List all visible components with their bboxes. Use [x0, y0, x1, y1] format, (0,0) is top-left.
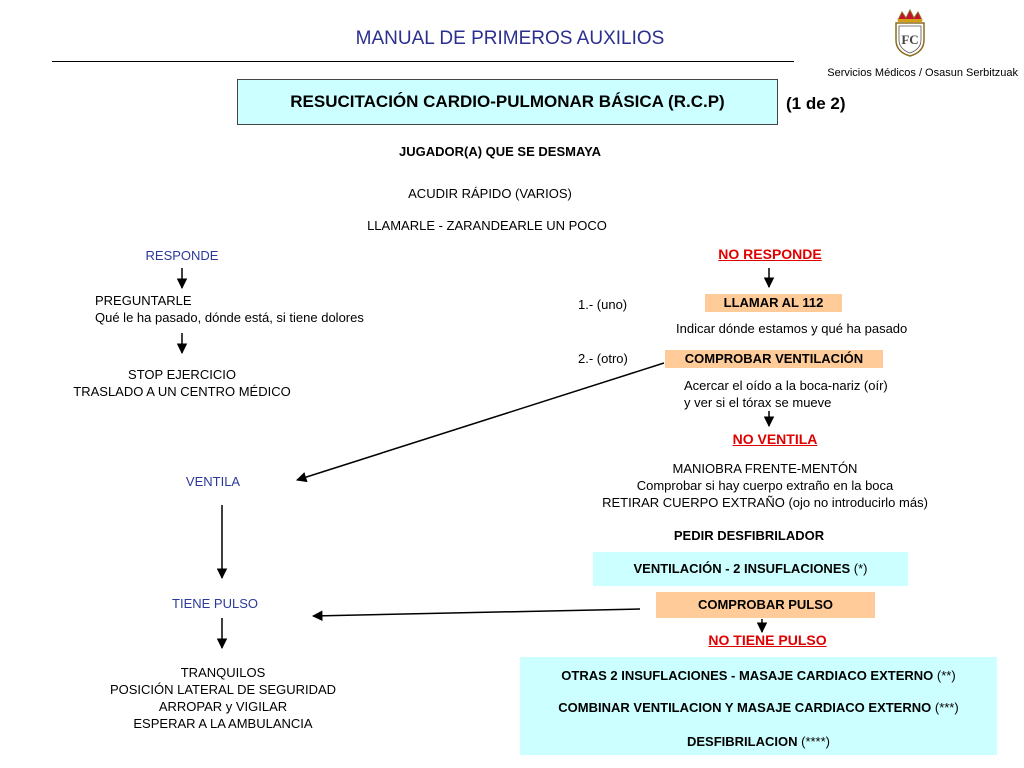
cpr-action-2-label: COMBINAR VENTILACION Y MASAJE CARDIACO E… [558, 700, 932, 715]
start-step-arrive: ACUDIR RÁPIDO (VARIOS) [408, 186, 572, 201]
ventilation-note: (*) [853, 561, 868, 576]
label-ventila: VENTILA [185, 474, 241, 489]
cpr-action-2-note: (***) [934, 700, 959, 715]
header-divider [52, 61, 794, 62]
step2-label: 2.- (otro) [578, 351, 628, 366]
check-breathing-box: COMPROBAR VENTILACIÓN [665, 350, 883, 368]
final-instruction-line3: ARROPAR y VIGILAR [158, 699, 288, 714]
cpr-action-2: COMBINAR VENTILACION Y MASAJE CARDIACO E… [520, 699, 997, 716]
breathing-note-line2: y ver si el tórax se mueve [684, 395, 832, 410]
label-no-tiene-pulso: NO TIENE PULSO [708, 632, 827, 648]
label-responde: RESPONDE [145, 248, 219, 263]
step1-label: 1.- (uno) [578, 297, 628, 312]
cpr-action-1-label: OTRAS 2 INSUFLACIONES - MASAJE CARDIACO … [561, 668, 934, 683]
label-tiene-pulso: TIENE PULSO [172, 596, 258, 611]
cpr-action-1: OTRAS 2 INSUFLACIONES - MASAJE CARDIACO … [520, 667, 997, 684]
page-indicator: (1 de 2) [786, 94, 846, 113]
start-heading: JUGADOR(A) QUE SE DESMAYA [398, 144, 602, 159]
club-crest-icon: FC [895, 8, 925, 57]
main-title: RESUCITACIÓN CARDIO-PULMONAR BÁSICA (R.C… [290, 92, 725, 111]
final-instruction-line1: TRANQUILOS [180, 665, 266, 680]
maneuver-line3: RETIRAR CUERPO EXTRAÑO (ojo no introduci… [602, 495, 928, 510]
ventilation-label: VENTILACIÓN - 2 INSUFLACIONES [633, 561, 851, 576]
final-instruction-line4: ESPERAR A LA AMBULANCIA [133, 716, 313, 731]
arrow-check-breathing-to-ventila [295, 362, 665, 483]
maneuver-line1: MANIOBRA FRENTE-MENTÓN [672, 461, 858, 476]
arrow-check-pulse-to-tiene-pulso [311, 608, 641, 622]
ventilation-box: VENTILACIÓN - 2 INSUFLACIONES (*) [593, 552, 908, 586]
start-step-call-shake: LLAMARLE - ZARANDEARLE UN POCO [367, 218, 607, 233]
cpr-action-3-label: DESFIBRILACION [686, 734, 798, 749]
call-112-note: Indicar dónde estamos y qué ha pasado [676, 321, 908, 336]
request-defibrillator: PEDIR DESFIBRILADOR [673, 528, 825, 543]
cpr-action-3: DESFIBRILACION (****) [520, 733, 997, 750]
cpr-action-1-note: (**) [936, 668, 956, 683]
stop-exercise-line2: TRASLADO A UN CENTRO MÉDICO [73, 384, 291, 399]
final-instruction-line2: POSICIÓN LATERAL DE SEGURIDAD [109, 682, 337, 697]
check-pulse-box: COMPROBAR PULSO [656, 592, 875, 618]
maneuver-line2: Comprobar si hay cuerpo extraño en la bo… [636, 478, 894, 493]
organization-label: Servicios Médicos / Osasun Serbitzuak [827, 67, 1018, 79]
stop-exercise-line1: STOP EJERCICIO [128, 367, 236, 382]
main-title-box: RESUCITACIÓN CARDIO-PULMONAR BÁSICA (R.C… [237, 79, 778, 125]
label-no-responde: NO RESPONDE [718, 246, 822, 262]
page-header-title: MANUAL DE PRIMEROS AUXILIOS [355, 28, 665, 49]
breathing-note-line1: Acercar el oído a la boca-nariz (oír) [684, 378, 888, 393]
ask-question-line1: PREGUNTARLE [95, 293, 192, 308]
crest-letters: FC [901, 32, 918, 47]
label-no-ventila: NO VENTILA [732, 431, 818, 447]
call-112-box: LLAMAR AL 112 [705, 294, 842, 312]
ask-question-line2: Qué le ha pasado, dónde está, si tiene d… [95, 310, 364, 325]
cpr-actions-box: OTRAS 2 INSUFLACIONES - MASAJE CARDIACO … [520, 657, 997, 755]
cpr-action-3-note: (****) [801, 734, 831, 749]
